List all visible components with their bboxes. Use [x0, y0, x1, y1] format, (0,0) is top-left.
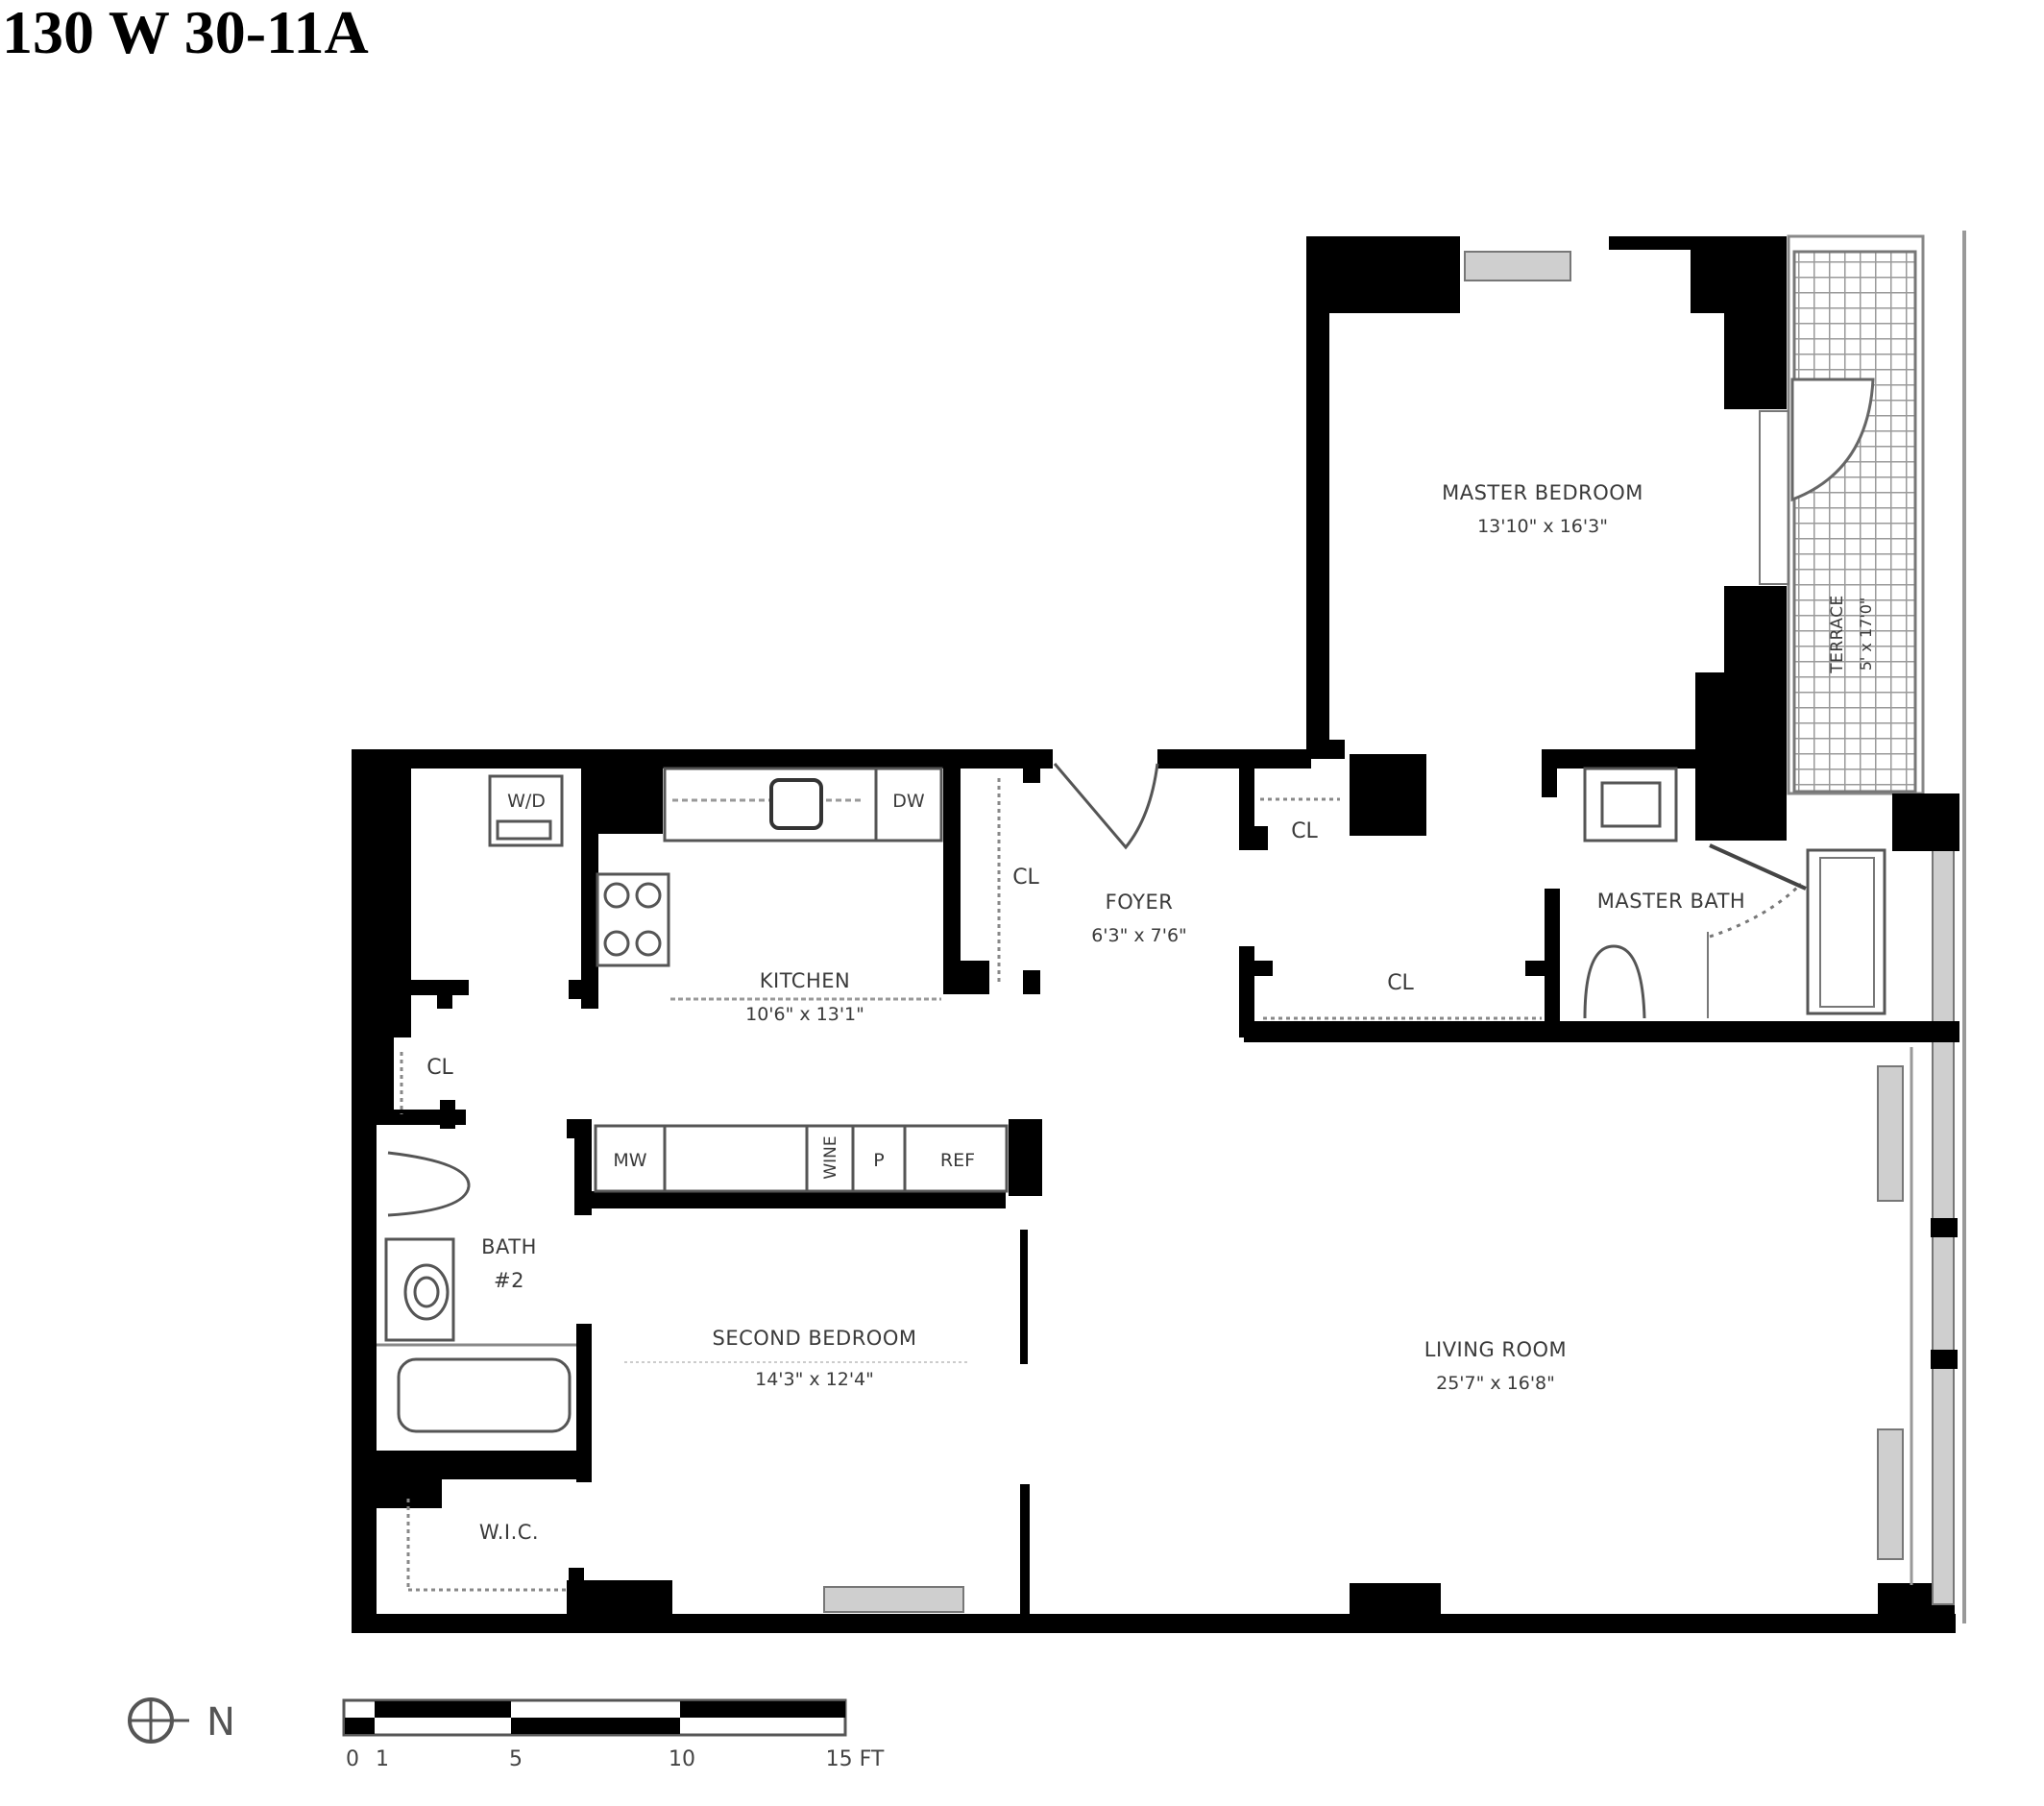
foyer-label: FOYER [1106, 891, 1174, 914]
interior-walls [365, 759, 1560, 1619]
scale-tick-5: 5 [509, 1747, 523, 1771]
scale-tick-0: 0 [346, 1747, 359, 1771]
north-label: N [207, 1700, 235, 1745]
scale-bar: 0 1 5 10 15 FT [342, 1698, 885, 1771]
second-bedroom-dims: 14'3" x 12'4" [755, 1369, 874, 1390]
foyer-closet-label: CL [1012, 866, 1039, 890]
scale-tick-15: 15 FT [826, 1747, 885, 1771]
room-labels: MASTER BEDROOM 13'10" x 16'3" KITCHEN 10… [426, 481, 1745, 1544]
pantry-label: P [873, 1150, 884, 1171]
living-room-dims: 25'7" x 16'8" [1436, 1373, 1555, 1394]
master-bath-label: MASTER BATH [1597, 890, 1745, 913]
wine-label: WINE [821, 1135, 840, 1179]
kitchen-dims: 10'6" x 13'1" [745, 1004, 864, 1025]
hall-closet-upper-label: CL [1291, 819, 1318, 843]
terrace-label: TERRACE [1828, 595, 1847, 674]
fixtures: W/D DW MW WINE P REF [377, 251, 1886, 1613]
scale-tick-10: 10 [669, 1747, 695, 1771]
refrigerator-label: REF [940, 1150, 975, 1171]
wic-label: W.I.C. [479, 1521, 539, 1544]
terrace-dims: 5' x 17'0" [1857, 598, 1875, 671]
hall-closet-lower-label: CL [1387, 971, 1414, 995]
living-room-label: LIVING ROOM [1424, 1338, 1567, 1361]
foyer-dims: 6'3" x 7'6" [1091, 925, 1187, 946]
microwave-label: MW [613, 1150, 646, 1171]
second-bedroom-label: SECOND BEDROOM [713, 1327, 917, 1350]
kitchen-label: KITCHEN [760, 969, 851, 992]
terrace: TERRACE 5' x 17'0" [1787, 231, 1966, 1623]
master-bedroom-dims: 13'10" x 16'3" [1477, 516, 1608, 537]
bath2-number: #2 [494, 1269, 524, 1292]
north-compass-icon: N [128, 1697, 235, 1745]
bath2-label: BATH [481, 1235, 537, 1258]
washer-dryer-label: W/D [507, 791, 546, 812]
bath-closet-label: CL [426, 1056, 453, 1080]
scale-tick-1: 1 [376, 1747, 389, 1771]
master-bedroom-walls [1306, 236, 1789, 841]
page-title: 130 W 30-11A [2, 0, 369, 66]
dishwasher-label: DW [892, 791, 925, 812]
master-bedroom-label: MASTER BEDROOM [1442, 481, 1643, 504]
